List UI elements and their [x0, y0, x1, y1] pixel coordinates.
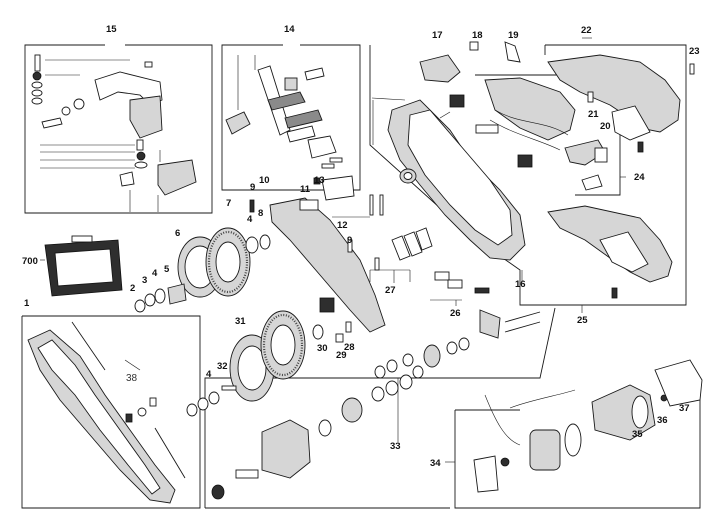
label-32: 32	[217, 361, 228, 372]
label-13: 13	[314, 175, 325, 186]
assembly-25-bottom-parts	[547, 205, 673, 299]
label-4b: 4	[152, 268, 158, 279]
label-3: 3	[142, 275, 147, 286]
label-6: 6	[175, 228, 180, 239]
assembly-24-parts	[564, 85, 608, 191]
label-38: 38	[126, 373, 138, 384]
label-30: 30	[317, 343, 328, 354]
drive-wheel-lower	[186, 310, 306, 417]
label-7: 7	[226, 198, 231, 209]
assembly-35-37-parts	[591, 359, 703, 441]
pin-part	[34, 54, 41, 72]
label-21: 21	[588, 109, 599, 120]
label-25: 25	[577, 315, 588, 326]
assembly-25-top-parts	[547, 54, 695, 153]
label-26: 26	[450, 308, 461, 319]
gear-train-33-parts	[211, 309, 541, 500]
label-1: 1	[24, 298, 30, 309]
label-9: 9	[250, 182, 255, 193]
handle-housing-part	[547, 54, 681, 133]
label-37: 37	[679, 403, 690, 414]
label-18: 18	[472, 30, 483, 41]
label-23: 23	[689, 46, 700, 57]
bushing-part	[321, 175, 355, 201]
label-27: 27	[385, 285, 396, 296]
carry-case-part	[44, 235, 123, 297]
housing-1-part	[27, 321, 186, 504]
guide-parts-26-27	[312, 194, 490, 343]
small-parts-2-5	[134, 283, 187, 313]
assembly-14-parts	[225, 55, 343, 169]
label-leaders	[40, 37, 626, 463]
label-11: 11	[300, 184, 311, 195]
spring-clip-part	[504, 41, 521, 63]
label-12: 12	[337, 220, 348, 231]
washer-part	[32, 71, 42, 81]
label-34: 34	[430, 458, 441, 469]
label-14: 14	[284, 24, 295, 35]
cylinder-part	[225, 111, 251, 135]
label-31: 31	[235, 316, 246, 327]
label-17: 17	[432, 30, 443, 41]
drive-wheel-upper	[177, 227, 271, 298]
motor-mount-part	[261, 419, 311, 479]
callout-labels: 15 14 17 18 19 22 23 21 20 24 13 10 9 11…	[22, 24, 700, 469]
screw-part	[41, 117, 63, 129]
label-2: 2	[130, 283, 135, 294]
label-19: 19	[508, 30, 519, 41]
label-28: 28	[344, 342, 355, 353]
label-24: 24	[634, 172, 645, 183]
label-35: 35	[632, 429, 643, 440]
label-10: 10	[259, 175, 270, 186]
label-16: 16	[515, 279, 526, 290]
label-15: 15	[106, 24, 117, 35]
assembly-16-parts	[371, 41, 576, 261]
label-4: 4	[247, 214, 253, 225]
label-20: 20	[600, 121, 611, 132]
label-29: 29	[336, 350, 347, 361]
label-9b: 9	[347, 235, 352, 246]
label-8: 8	[258, 208, 263, 219]
label-22: 22	[581, 25, 592, 36]
switch-part	[449, 94, 465, 108]
cover-part	[157, 159, 197, 196]
label-33: 33	[390, 441, 401, 452]
knob-part	[419, 54, 461, 83]
label-4c: 4	[206, 369, 212, 380]
motor-34-parts	[473, 389, 582, 493]
label-36: 36	[657, 415, 668, 426]
assembly-15-parts	[31, 54, 197, 212]
blade-plate-part	[249, 175, 386, 333]
label-5: 5	[164, 264, 170, 275]
label-700: 700	[22, 256, 38, 267]
